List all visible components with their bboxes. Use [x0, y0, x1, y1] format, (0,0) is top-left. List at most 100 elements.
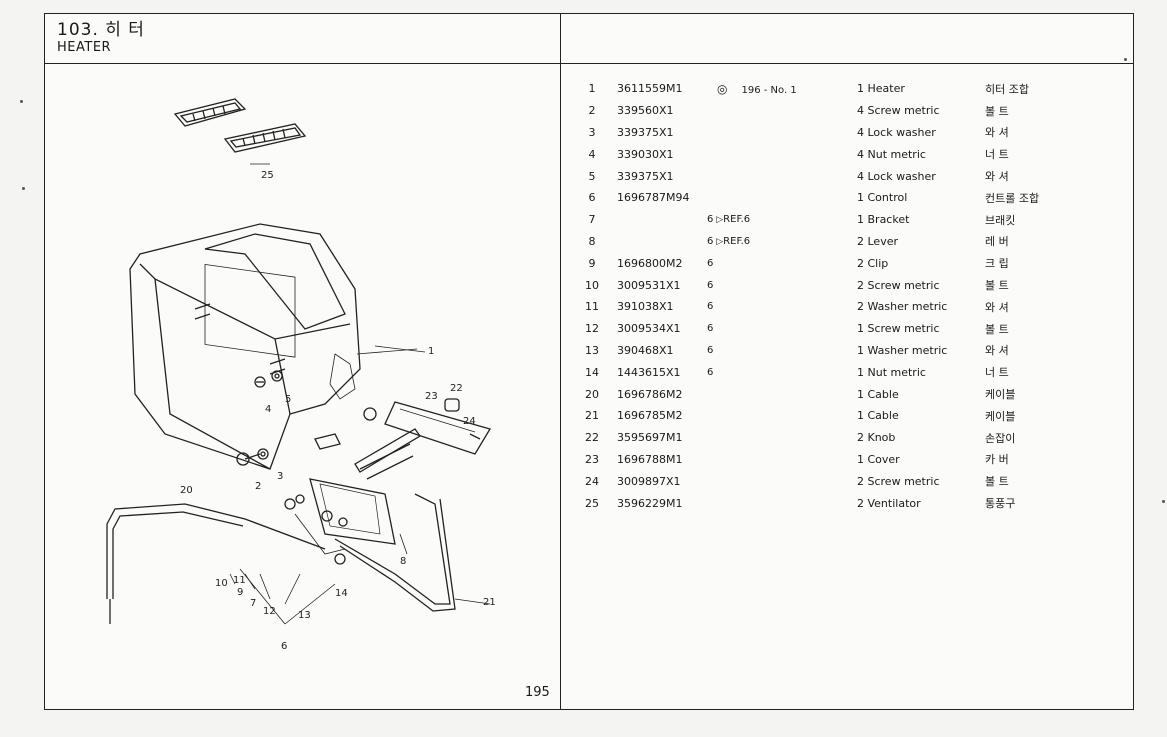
reference: 6 [707, 318, 857, 340]
item-number: 4 [588, 147, 596, 161]
callout-1: 1 [428, 346, 434, 357]
cables-drawing [106, 493, 456, 624]
korean-name: 케이블 [985, 388, 1016, 402]
item-number: 7 [588, 213, 596, 227]
part-number: 3611559M1 [617, 82, 683, 96]
korean-name: 볼 트 [985, 322, 1009, 336]
part-number: 1696800M2 [617, 256, 683, 270]
reference: 6 [707, 361, 857, 383]
reference: 6 [707, 274, 857, 296]
quantity-description: 2 Knob [857, 431, 896, 445]
reference-text: 6 [707, 323, 714, 335]
reference [707, 470, 857, 492]
reference [707, 122, 857, 144]
scan-speck [1162, 500, 1165, 503]
arrow-right-icon: ▷ [713, 236, 724, 247]
item-number: 2 [588, 104, 596, 118]
korean-name: 브래킷 [985, 213, 1016, 227]
korean-name: 케이블 [985, 409, 1016, 423]
quantity-description: 1 Heater [857, 82, 905, 96]
fasteners-drawing [236, 370, 283, 466]
item-number: 1 [588, 82, 596, 96]
callout-3: 3 [277, 471, 283, 482]
reference [707, 405, 857, 427]
reference: 6 [707, 252, 857, 274]
callout-21: 21 [483, 597, 496, 608]
quantity-description: 1 Screw metric [857, 322, 940, 336]
callout-22: 22 [450, 383, 463, 394]
quantity-description: 1 Nut metric [857, 365, 926, 379]
part-number: 339560X1 [617, 104, 674, 118]
control-assembly-drawing [284, 428, 421, 565]
part-number: 1696786M2 [617, 387, 683, 401]
callout-12: 12 [263, 606, 276, 617]
korean-name: 와 셔 [985, 126, 1009, 140]
reference: 6 [707, 296, 857, 318]
part-number: 3009531X1 [617, 278, 681, 292]
leader-lines [229, 345, 491, 625]
quantity-description: 1 Cable [857, 387, 899, 401]
korean-name: 와 셔 [985, 344, 1009, 358]
callout-10: 10 [215, 578, 228, 589]
part-number: 1696787M94 [617, 191, 690, 205]
item-number: 10 [585, 278, 599, 292]
exploded-diagram: 25 1 2 3 4 5 6 7 8 9 10 11 12 13 14 20 2… [106, 98, 496, 652]
item-number: 21 [585, 409, 599, 423]
reference: ◎196 - No. 1 [707, 78, 857, 100]
part-number: 3596229M1 [617, 496, 683, 510]
item-number: 23 [585, 452, 599, 466]
eye-icon: ◎ [717, 81, 728, 96]
reference-text: 6 [707, 301, 714, 313]
part-number: 390468X1 [617, 343, 674, 357]
quantity-description: 2 Washer metric [857, 300, 948, 314]
item-number: 13 [585, 343, 599, 357]
callout-13: 13 [298, 610, 311, 621]
item-number: 12 [585, 322, 599, 336]
reference: 6 ▷REF.6 [707, 209, 857, 231]
title-korean: 103. 히 터 [57, 20, 145, 40]
part-number: 1696788M1 [617, 452, 683, 466]
korean-name: 와 셔 [985, 300, 1009, 314]
catalog-page: 103. 히 터 HEATER [44, 13, 1134, 710]
korean-name: 와 셔 [985, 170, 1009, 184]
item-number: 6 [588, 191, 596, 205]
quantity-description: 2 Screw metric [857, 278, 940, 292]
callout-24: 24 [463, 416, 476, 427]
reference-text: 6 [707, 235, 714, 247]
korean-name: 볼 트 [985, 104, 1009, 118]
reference [707, 492, 857, 514]
part-number: 339375X1 [617, 125, 674, 139]
reference-text: 6 [707, 214, 714, 226]
reference [707, 383, 857, 405]
korean-name: 통풍구 [985, 497, 1016, 511]
part-number [617, 231, 707, 253]
header-divider [45, 63, 1133, 64]
part-number: 1443615X1 [617, 365, 681, 379]
korean-name: 볼 트 [985, 279, 1009, 293]
item-number: 9 [588, 256, 596, 270]
reference-text: 6 [707, 279, 714, 291]
korean-name: 손잡이 [985, 431, 1016, 445]
callout-11: 11 [233, 575, 246, 586]
arrow-right-icon: ▷ [713, 215, 724, 226]
callout-9: 9 [237, 587, 243, 598]
item-number: 8 [588, 234, 596, 248]
quantity-description: 4 Nut metric [857, 147, 926, 161]
page-number: 195 [525, 685, 550, 700]
reference [707, 187, 857, 209]
quantity-description: 4 Lock washer [857, 169, 936, 183]
scan-speck [1124, 58, 1127, 61]
korean-name: 히터 조합 [985, 82, 1029, 96]
callout-6: 6 [281, 641, 287, 652]
